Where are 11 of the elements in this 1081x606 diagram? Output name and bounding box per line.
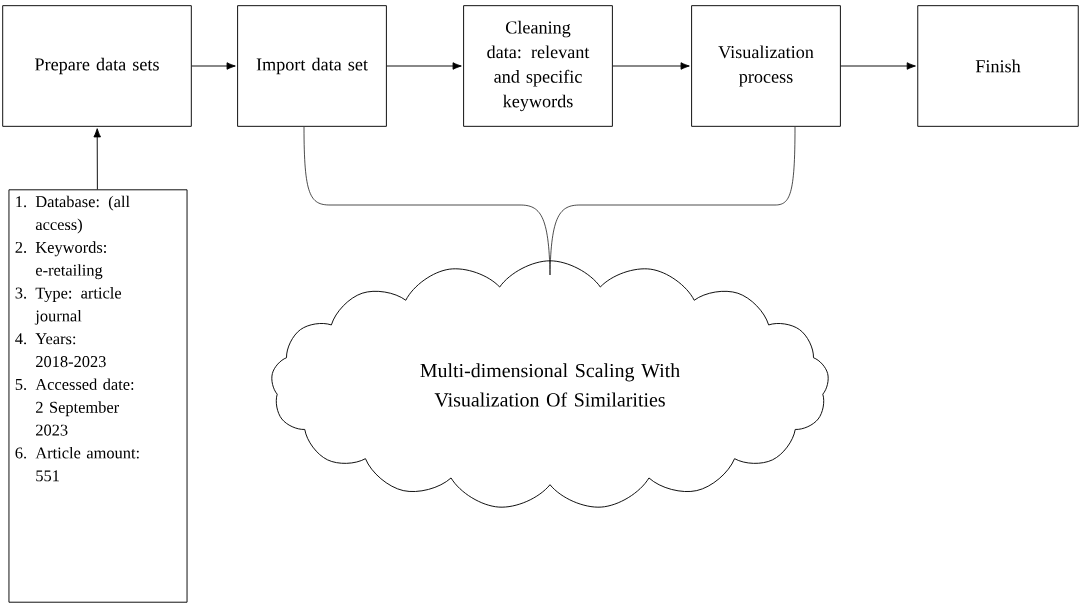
arrow	[612, 62, 690, 70]
process-box: Import data set	[237, 5, 387, 127]
arrow	[840, 62, 916, 70]
process-box: Cleaning data: relevant and specific keywords	[463, 5, 613, 127]
arrow	[191, 62, 236, 70]
process-box: Finish	[917, 5, 1079, 127]
process-box: Prepare data sets	[2, 5, 192, 127]
arrow	[93, 128, 101, 190]
arrow	[386, 62, 462, 70]
list-box: 1. Database: (all access) 2. Keywords: e-retailing 3. Type: article journal 4. Years: 2018-2023 5. Accessed date: 2 September 2023 6. Article amount: 551	[8, 189, 188, 603]
process-box: Visualization process	[691, 5, 841, 127]
